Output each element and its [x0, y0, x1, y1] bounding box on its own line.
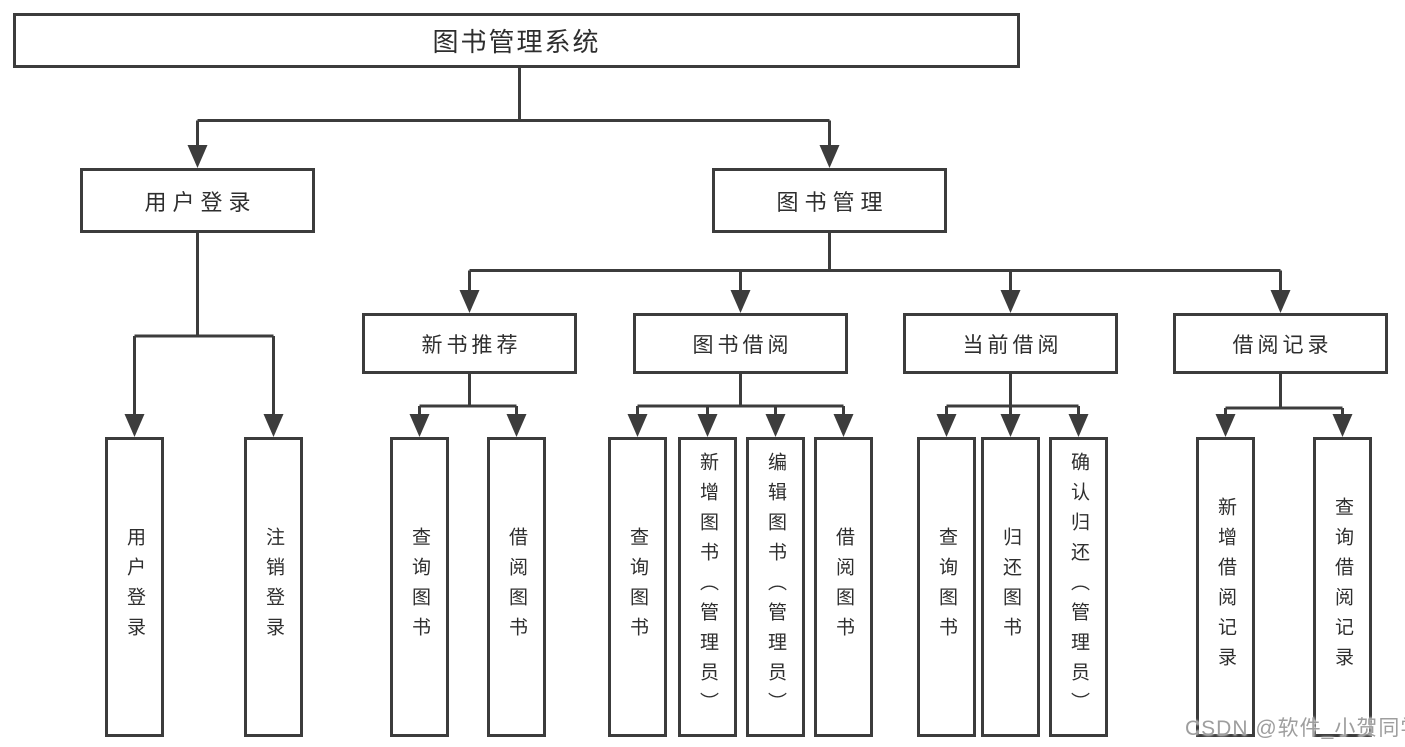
leaf-query-books-borrow-label: 查询图书 [627, 527, 648, 647]
node-library-system-label: 图书管理系统 [432, 27, 601, 57]
arrow-down-icon [1215, 414, 1236, 437]
leaf-query-borrow-record-label: 查询借阅记录 [1332, 497, 1353, 677]
leaf-query-books-recommend: 查询图书 [390, 437, 449, 737]
arrow-down-icon [833, 414, 854, 437]
arrow-down-icon [819, 145, 840, 168]
leaf-query-books-recommend-label: 查询图书 [409, 527, 430, 647]
arrow-down-icon [506, 414, 527, 437]
node-user-login: 用户登录 [80, 168, 315, 233]
leaf-query-borrow-record: 查询借阅记录 [1313, 437, 1372, 737]
leaf-user-login-label: 用户登录 [124, 527, 145, 647]
connector-line [418, 374, 518, 416]
leaf-query-books-current-label: 查询图书 [936, 527, 957, 647]
arrow-down-icon [459, 290, 480, 313]
node-current-borrow-label: 当前借阅 [962, 333, 1063, 357]
leaf-add-book-admin-label: 新增图书（管理员） [697, 452, 718, 722]
leaf-borrow-books-label: 借阅图书 [833, 527, 854, 647]
node-library-system: 图书管理系统 [13, 13, 1020, 68]
connector-line [468, 233, 1282, 291]
arrow-down-icon [627, 414, 648, 437]
leaf-edit-book-admin-label: 编辑图书（管理员） [765, 452, 786, 722]
arrow-down-icon [765, 414, 786, 437]
connector-line [133, 233, 275, 416]
leaf-add-book-admin: 新增图书（管理员） [678, 437, 737, 737]
leaf-logout: 注销登录 [244, 437, 303, 737]
node-book-management: 图书管理 [712, 168, 947, 233]
node-borrow-records: 借阅记录 [1173, 313, 1388, 374]
leaf-user-login: 用户登录 [105, 437, 164, 737]
connector-line [945, 374, 1080, 416]
node-borrow-records-label: 借阅记录 [1232, 333, 1333, 357]
arrow-down-icon [1332, 414, 1353, 437]
leaf-return-book-label: 归还图书 [1000, 527, 1021, 647]
leaf-return-book: 归还图书 [981, 437, 1040, 737]
leaf-add-borrow-record-label: 新增借阅记录 [1215, 497, 1236, 677]
leaf-edit-book-admin: 编辑图书（管理员） [746, 437, 805, 737]
leaf-query-books-borrow: 查询图书 [608, 437, 667, 737]
arrow-down-icon [263, 414, 284, 437]
node-current-borrow: 当前借阅 [903, 313, 1118, 374]
connector-line [196, 68, 831, 146]
node-book-management-label: 图书管理 [776, 189, 889, 215]
arrow-down-icon [409, 414, 430, 437]
arrow-down-icon [187, 145, 208, 168]
node-new-book-recommend: 新书推荐 [362, 313, 577, 374]
arrow-down-icon [697, 414, 718, 437]
connector-book-borrow-children [627, 374, 854, 437]
leaf-logout-label: 注销登录 [263, 527, 284, 647]
arrow-down-icon [936, 414, 957, 437]
leaf-borrow-books: 借阅图书 [814, 437, 873, 737]
leaf-add-borrow-record: 新增借阅记录 [1196, 437, 1255, 737]
connector-current-borrow-children [936, 374, 1089, 437]
leaf-borrow-books-recommend-label: 借阅图书 [506, 527, 527, 647]
arrow-down-icon [1000, 290, 1021, 313]
connector-line [1224, 374, 1344, 416]
node-book-borrow-label: 图书借阅 [692, 333, 793, 357]
connector-borrow-records-children [1215, 374, 1353, 437]
connector-user-login-children [124, 233, 284, 437]
arrow-down-icon [1270, 290, 1291, 313]
watermark: CSDN @软件_小贺同学 [1185, 717, 1405, 740]
node-user-login-label: 用户登录 [144, 189, 257, 215]
connector-book-management-children [459, 233, 1291, 313]
node-book-borrow: 图书借阅 [633, 313, 848, 374]
node-new-book-recommend-label: 新书推荐 [421, 333, 522, 357]
leaf-confirm-return-admin: 确认归还（管理员） [1049, 437, 1108, 737]
leaf-query-books-current: 查询图书 [917, 437, 976, 737]
connector-new-book-recommend-children [409, 374, 527, 437]
leaf-borrow-books-recommend: 借阅图书 [487, 437, 546, 737]
arrow-down-icon [1068, 414, 1089, 437]
arrow-down-icon [1000, 414, 1021, 437]
arrow-down-icon [124, 414, 145, 437]
connector-root-to-level1 [187, 68, 840, 168]
connector-line [636, 374, 845, 416]
leaf-confirm-return-admin-label: 确认归还（管理员） [1068, 452, 1089, 722]
arrow-down-icon [730, 290, 751, 313]
